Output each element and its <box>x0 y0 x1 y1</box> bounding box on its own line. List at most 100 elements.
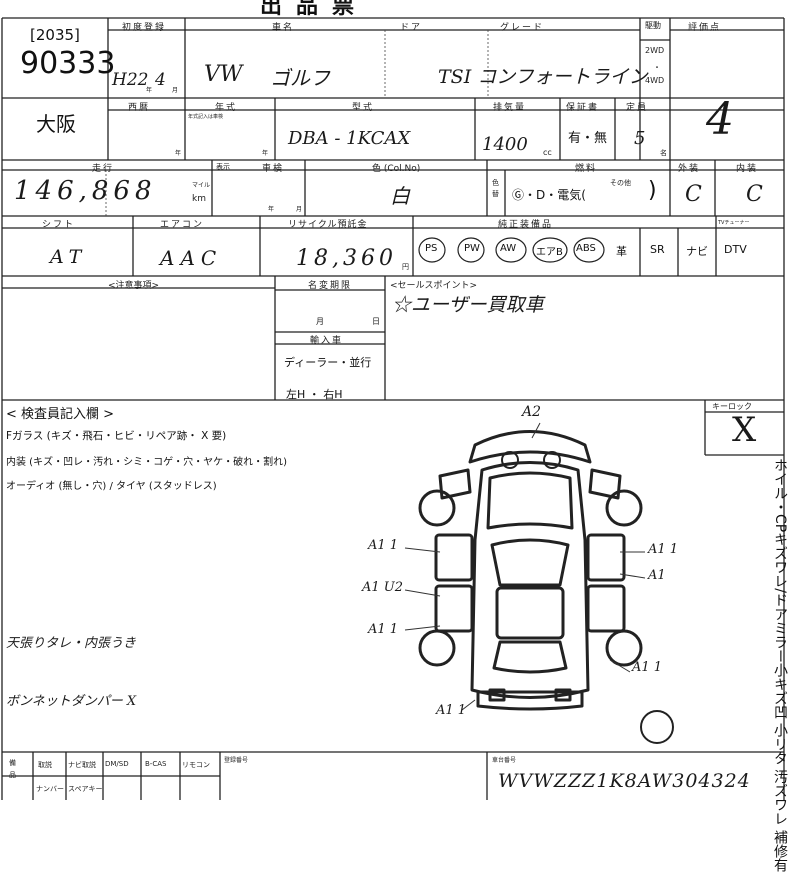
sale-points-label: <セールスポイント> <box>390 281 478 291</box>
year-unit: 年 <box>146 87 153 94</box>
bottom-col-navi-manual: ナビ取説 <box>68 761 96 769</box>
model-type-label: 型式 <box>352 103 375 113</box>
steering-options: 左H ・ 右H <box>286 388 343 401</box>
meter-exchange-label: 表示 <box>216 163 230 171</box>
car-grade: TSI コンフォートライン <box>438 66 648 88</box>
import-options: ディーラー・並行 <box>284 356 372 369</box>
interior-label: 内装 <box>736 164 759 174</box>
aircon-label: エアコン <box>160 220 205 230</box>
bottom-col-manual: 取説 <box>38 761 52 769</box>
equip-dtv: DTV <box>724 243 747 256</box>
frame-number: WVWZZZ1K8AW304324 <box>498 770 751 792</box>
fuel-close: ) <box>648 178 657 203</box>
model-year-label: 年式 <box>215 103 238 113</box>
recycle-label: リサイクル預託金 <box>288 220 368 230</box>
region: 大阪 <box>36 112 76 136</box>
insp-year-unit: 年 <box>268 206 275 213</box>
notes-label: <注意事項> <box>108 281 160 291</box>
km-unit: km <box>192 194 206 204</box>
inspection-label: 車検 <box>262 164 285 174</box>
fuel-label: 燃料 <box>575 164 598 174</box>
color-value: 白 <box>390 184 410 208</box>
inspector-line-interior: 内装 (キズ・凹レ・汚れ・シミ・コゲ・穴・ヤケ・破れ・割れ) <box>6 457 287 468</box>
equip-leather: 革 <box>616 245 627 258</box>
mark-right-front: A1 1 <box>648 542 679 557</box>
bottom-row-plate: ナンバー <box>36 785 64 793</box>
grade-label: グレード <box>500 23 545 33</box>
inspector-heading: < 検査員記入欄 > <box>6 407 115 422</box>
warranty-value: 有・無 <box>568 131 608 146</box>
mile-unit: マイル <box>192 182 211 189</box>
key-lock-label: キーロック <box>712 402 752 411</box>
eval-label: 評価点 <box>688 23 722 33</box>
mark-left-rear: A1 1 <box>368 622 399 637</box>
nc-day-unit: 日 <box>372 317 380 326</box>
mark-right-rear: A1 1 <box>632 660 663 675</box>
displacement-label: 排気量 <box>493 103 527 113</box>
lot-code: [2035] <box>30 26 80 44</box>
color-label: 色 (Col.No) <box>372 164 421 174</box>
drive-2wd: 2WD <box>645 46 665 55</box>
year-unit-2: 年 <box>175 150 182 157</box>
frame-no-label: 車台番号 <box>492 757 517 764</box>
displacement-value: 1400 <box>482 134 528 155</box>
equip-airbag: エアB <box>536 247 563 258</box>
lot-number: 90333 <box>20 46 116 81</box>
drive-4wd: 4WD <box>645 76 665 85</box>
car-model: ゴルフ <box>270 66 330 90</box>
equipment-circles <box>418 237 605 263</box>
mileage-value: 146,868 <box>14 176 157 206</box>
door-label: ドア <box>400 23 423 33</box>
mark-left-mid: A1 U2 <box>362 580 404 595</box>
capacity-value: 5 <box>634 128 646 149</box>
insp-month-unit: 月 <box>296 206 303 213</box>
yen-unit: 円 <box>402 263 409 271</box>
bottom-col-reg: 登録番号 <box>224 757 249 764</box>
mark-right-mid: A1 <box>648 568 666 583</box>
key-lock-mark: X <box>732 410 757 450</box>
color-change-label: 色替 <box>492 179 499 198</box>
year-era-label: 西暦 <box>128 103 151 113</box>
inspector-line-audio: オーディオ (無し・穴) / タイヤ (スタッドレス) <box>6 481 217 492</box>
inspector-note-headliner: 天張りタレ・内張うき <box>6 636 137 651</box>
nc-month-unit: 月 <box>316 317 324 326</box>
fuel-options: Ⓖ・D・電気( <box>512 188 586 202</box>
exterior-label: 外装 <box>678 164 701 174</box>
mark-left-front: A1 1 <box>368 538 399 553</box>
bottom-col-remote: リモコン <box>182 761 210 769</box>
capacity-label: 定員 <box>626 103 649 113</box>
model-note: 年式記入は車検 <box>188 114 224 120</box>
inspector-line-glass: Fガラス (キズ・飛石・ヒビ・リペア跡・ X 要) <box>6 430 227 442</box>
shift-label: シフト <box>42 220 76 230</box>
tuner-label: TVチューナー <box>718 220 750 226</box>
capacity-unit: 名 <box>660 149 667 157</box>
inspector-note-bonnet: ボンネットダンパー X <box>6 694 137 709</box>
month-unit: 月 <box>172 87 179 94</box>
equip-pw: PW <box>464 243 480 254</box>
bottom-col-bcas: B-CAS <box>145 760 167 768</box>
mileage-label: 走行 <box>92 164 115 174</box>
bottom-side-label: 備品 <box>9 759 16 779</box>
equip-sr: SR <box>650 243 665 256</box>
car-damage-diagram <box>404 422 674 744</box>
genuine-equip-label: 純正装備品 <box>498 220 554 230</box>
drive-label: 駆動 <box>645 21 661 30</box>
mark-front: A2 <box>522 404 542 420</box>
fuel-other: その他 <box>610 179 631 187</box>
exterior-grade: C <box>685 182 702 207</box>
name-change-label: 名変期限 <box>308 281 353 291</box>
year-unit-3: 年 <box>262 150 269 157</box>
interior-grade: C <box>746 182 763 207</box>
import-label: 輸入車 <box>310 336 344 346</box>
car-maker: VW <box>204 62 243 87</box>
eval-score: 4 <box>706 94 734 145</box>
equip-navi: ナビ <box>686 245 708 258</box>
car-name-label: 車名 <box>272 23 295 33</box>
mark-rear-left: A1 1 <box>436 703 467 718</box>
first-reg-label: 初度登録 <box>122 23 167 33</box>
first-reg-era: H22 <box>112 70 149 90</box>
sale-point-text: ☆ユーザー買取車 <box>392 294 544 316</box>
shift-value: AT <box>50 246 88 268</box>
model-type-code: DBA - 1KCAX <box>288 128 411 149</box>
form-grid-lines <box>1 17 785 800</box>
